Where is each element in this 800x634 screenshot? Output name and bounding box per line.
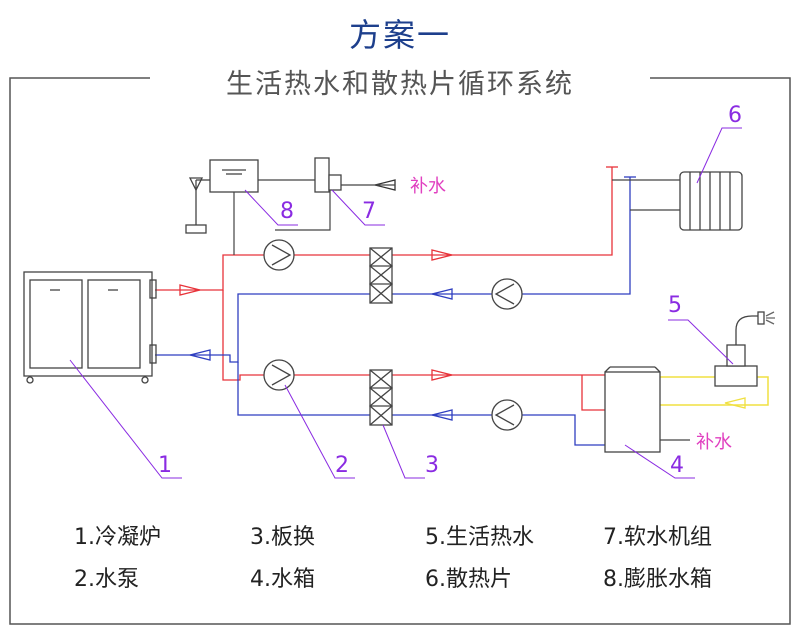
callout-line-6 [696,127,742,184]
callout-line-2 [284,384,355,479]
cold-return-main [155,354,239,363]
makeup-water-label-top: 补水 [410,176,446,197]
cold-return-lower-a [237,362,380,416]
hot-to-tank [581,375,605,411]
callout-label-7: 7 [362,199,376,224]
legend-item-5: 5.生活热水 [425,525,534,550]
page-title: 方案一 [348,16,451,54]
legend-item-2: 2.水泵 [74,567,139,592]
pump-lower [263,359,295,391]
legend-item-1: 1.冷凝炉 [74,525,161,550]
pump-upper [263,239,295,271]
arrow-dhw [724,397,746,409]
makeup-water-label-tank: 补水 [696,432,732,453]
legend-item-3: 3.板换 [250,525,315,550]
condensing-boiler [23,271,157,384]
callout-label-3: 3 [425,453,439,478]
legend-item-6: 6.散热片 [425,567,512,592]
callout-line-4 [624,444,695,479]
callout-line-5 [668,319,734,365]
hot-supply-upper [155,173,613,291]
flow-arrows [179,179,746,421]
arrow-cold-3 [431,409,453,421]
cold-return-lower-b [380,414,605,446]
water-softener [314,157,395,193]
radiator [679,171,743,231]
arrow-hot-2 [431,249,453,261]
dhw-loop [660,376,769,406]
arrow-hot-3 [431,369,453,381]
callout-line-8 [244,189,298,226]
legend-item-8: 8.膨胀水箱 [603,567,712,592]
callout-label-6: 6 [728,103,742,128]
callout-line-3 [382,424,425,479]
water-tank [604,366,661,453]
callout-label-5: 5 [668,293,682,318]
callout-line-1 [69,359,182,479]
outer-frame [9,77,791,625]
legend-item-4: 4.水箱 [250,567,315,592]
dhw-shower [714,311,775,387]
expansion-tank [185,159,259,234]
cold-return-upper [237,177,631,355]
diagram-subtitle: 生活热水和散热片循环系统 [160,62,640,101]
callout-label-8: 8 [280,199,294,224]
pump-return-lower [491,399,523,431]
plate-exchanger-upper [368,247,394,304]
callout-label-4: 4 [670,453,684,478]
callout-label-1: 1 [158,453,172,478]
arrow-cold-2 [431,288,453,300]
arrow-cold-1 [189,349,211,361]
plate-exchanger-lower [368,369,394,426]
callout-label-2: 2 [335,453,349,478]
arrow-hot-1 [179,284,201,296]
hot-supply-lower [222,290,611,410]
legend-item-7: 7.软水机组 [603,525,712,550]
pump-return-upper [491,278,523,310]
callout-line-7 [331,189,385,226]
